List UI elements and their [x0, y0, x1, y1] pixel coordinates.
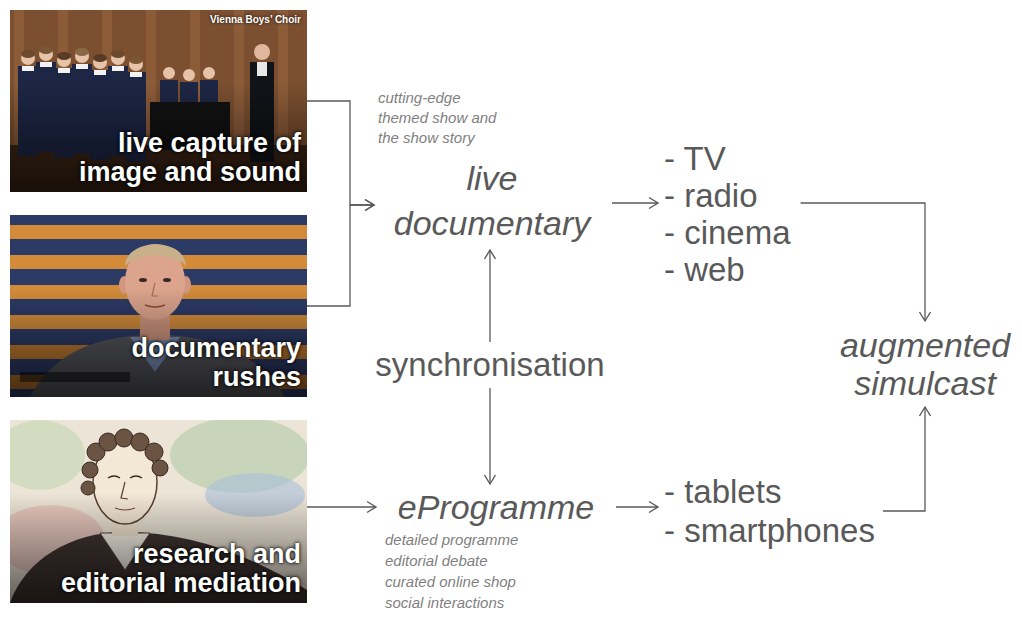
photo-panel: Vienna Boys’ Choir live capture of image … — [10, 10, 307, 192]
stage-note: curated online shop — [382, 571, 610, 592]
photo-caption: documentary rushes — [51, 334, 301, 393]
process-label: synchronisation — [375, 346, 604, 384]
channel-list: - tablets- smartphones — [664, 472, 875, 550]
portrait-sketch — [10, 420, 307, 603]
stage-label: cutting-edge themed show and the show st… — [378, 88, 606, 246]
portrait-sketch — [10, 420, 307, 603]
portrait-sketch — [10, 420, 307, 603]
channel-item: - smartphones — [664, 511, 875, 550]
choir-photo — [10, 10, 307, 192]
flow-arrow — [616, 506, 658, 507]
channel-item: - web — [664, 251, 791, 288]
flow-arrow — [307, 506, 376, 507]
interview-photo — [10, 215, 307, 397]
photo-caption: research and editorial mediation — [51, 540, 301, 599]
flow-arrow — [307, 205, 374, 306]
photo-panel: research and editorial mediation — [10, 420, 307, 603]
stage-note: detailed programme — [382, 529, 610, 550]
photo-caption: live capture of image and sound — [51, 129, 301, 188]
channel-item: - TV — [664, 140, 791, 177]
stage-label: eProgramme detailed programmeeditorial de… — [382, 488, 610, 613]
channel-item: - tablets — [664, 472, 875, 511]
flow-arrow — [307, 101, 374, 205]
node-text: synchronisation — [375, 346, 604, 384]
flow-arrow — [489, 250, 490, 342]
node-text: augmented simulcast — [830, 326, 1020, 402]
stage-note: cutting-edge themed show and the show st… — [378, 88, 502, 148]
photo-credit: Vienna Boys’ Choir — [210, 14, 301, 25]
channel-item: - cinema — [664, 214, 791, 251]
flow-arrow — [883, 407, 925, 511]
flow-arrow — [612, 202, 658, 203]
choir-photo — [10, 10, 307, 192]
flow-arrow — [489, 388, 490, 484]
stage-title: live documentary — [378, 156, 606, 246]
choir-photo — [10, 10, 307, 192]
photo-panel: documentary rushes — [10, 215, 307, 397]
stage-title: eProgramme — [382, 488, 610, 526]
stage-note: editorial debate — [382, 550, 610, 571]
flow-arrow — [801, 203, 925, 321]
output-label: augmented simulcast — [830, 326, 1020, 402]
interview-photo — [10, 215, 307, 397]
channel-item: - radio — [664, 177, 791, 214]
stage-note: social interactions — [382, 592, 610, 613]
interview-photo — [10, 215, 307, 397]
channel-list: - TV- radio- cinema- web — [664, 140, 791, 288]
